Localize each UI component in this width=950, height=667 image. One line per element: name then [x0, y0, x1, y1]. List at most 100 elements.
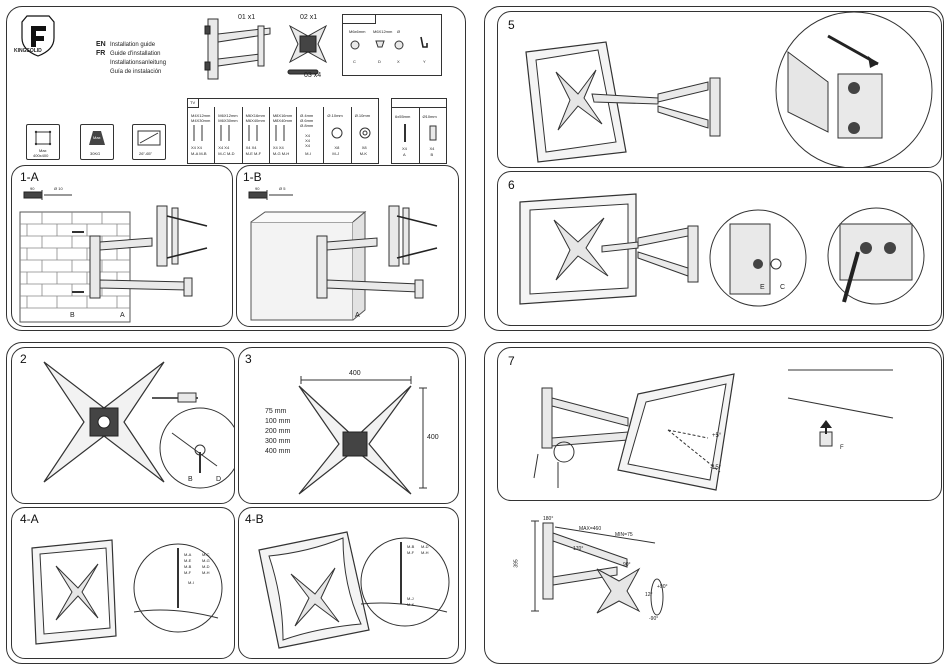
step-1a-panel: 1-A 90 Ø 10 A B [11, 165, 233, 327]
hw-size: Ø [397, 29, 401, 34]
drill-depth: 90 [30, 186, 35, 191]
drill-diameter: Ø 5 [279, 186, 286, 191]
bolt-id: M-G M-H [272, 151, 290, 156]
bolt-spec: Ø.4mm Ø.6mm Ø.8mm [300, 113, 314, 128]
step-label: 3 [245, 352, 252, 366]
bolt-spec: Ø.10mm [327, 113, 343, 118]
step-label: 1-A [20, 170, 39, 184]
label-d: D [216, 476, 222, 483]
hardware-tag [343, 15, 376, 24]
hw-letter: Y [423, 59, 426, 64]
bolt-tag: M-D [421, 544, 429, 549]
bolt-tag: M-H [421, 550, 429, 555]
bolt-qty: X4 X4 [272, 145, 284, 150]
bolt-id: M-K [359, 151, 368, 156]
spec-line1: Max [39, 148, 47, 153]
bolt-spec: M6X12mm M6X30mm [218, 113, 238, 123]
label-a: A [120, 312, 125, 319]
spec-line2: 26"-65" [139, 151, 153, 156]
lang-text: Installationsanleitung [110, 60, 167, 66]
hw-letter: C [353, 59, 356, 64]
step-4a-panel: 4-A M-A M-C M-E M-G M-B M-D M-F M-H M-I [11, 507, 235, 659]
swivel: 170° [573, 546, 584, 552]
tv-tag: TV [190, 100, 196, 105]
hook-label: F [840, 445, 844, 451]
anchor-qty: X4 [429, 146, 435, 151]
anchor-spec: 6x55mm [395, 114, 411, 119]
bolt-tag: M-F [184, 570, 192, 575]
spec-line1: Max [93, 135, 101, 140]
vesa-size: 400 mm [265, 448, 291, 455]
part-03-arms: 03 x4 [286, 68, 331, 90]
bolt-tag: M-C [202, 552, 210, 557]
bolt-spec: M6X16mm M6X40mm [245, 113, 265, 123]
max-extension: MAX=460 [579, 526, 602, 532]
step-4b-panel: 4-B M-B M-D M-F M-H M-J M-K [238, 507, 459, 659]
part-02-label: 02 x1 [300, 14, 318, 21]
step-6-panel: 6 E C [497, 171, 942, 326]
step-3-panel: 3 400 400 75 mm 100 mm 200 mm 300 mm 400… [238, 347, 459, 504]
lang-code: EN [96, 41, 106, 48]
label-b: B [70, 312, 75, 319]
lang-text: Installation guide [110, 42, 156, 48]
part-03-label: 03 x4 [304, 72, 322, 79]
height-dim: 395 [513, 559, 520, 568]
brand-logo: KINGSOLID [14, 14, 66, 58]
anchor-id: A [403, 152, 406, 157]
bolt-spec: M8X16mm M8X40mm [272, 113, 293, 123]
step-7-panel: 7 +5° -15° F [497, 347, 942, 501]
tilt-up: +5° [712, 433, 722, 439]
hw-size: M6X12mm [373, 29, 393, 34]
bolt-tag: M-J [407, 596, 414, 601]
bolt-qty: X4 X4 X4 [305, 133, 311, 148]
bolt-qty: X4 X4 [191, 145, 202, 150]
language-list: EN Installation guide FR Guide d'install… [96, 33, 206, 75]
lang-code: FR [96, 50, 106, 57]
anchor-qty: X4 [402, 146, 407, 151]
rotation: 180° [543, 516, 554, 522]
dim-height: 400 [427, 434, 439, 441]
step-label: 1-B [243, 170, 262, 184]
bolt-tag: M-K [407, 602, 415, 607]
vesa-size: 200 mm [265, 428, 291, 435]
bolt-tag: M-D [202, 564, 210, 569]
part-01-label: 01 x1 [238, 14, 256, 21]
step-2-panel: 2 B D [11, 347, 235, 504]
dim-width: 400 [349, 370, 361, 377]
bolt-qty: X8 [334, 145, 340, 150]
bolt-tag: M-B [407, 544, 415, 549]
bolt-tag: M-I [188, 580, 194, 585]
bolt-tag: M-F [407, 550, 415, 555]
label-a: A [355, 312, 360, 319]
label-b: B [188, 476, 193, 483]
part-02-plate: 02 x1 [282, 14, 332, 68]
spec-weight: Max 30KG [80, 124, 114, 160]
vesa-size: 75 mm [265, 408, 287, 415]
part-01-arm: 01 x1 [200, 14, 275, 84]
bolt-tag: M-G [202, 558, 210, 563]
step-label: 2 [20, 352, 27, 366]
hw-letter: X [397, 59, 400, 64]
hw-size: M6x6mm [349, 29, 366, 34]
step-label: 4-B [245, 512, 264, 526]
vesa-size: 300 mm [265, 438, 291, 445]
rotate-plus: +90° [657, 584, 668, 590]
step-label: 5 [508, 18, 515, 32]
bolt-id: M-C M-D [218, 151, 235, 156]
spec-line2: 400x400 [33, 153, 49, 158]
bolt-id: M-I [305, 151, 311, 156]
bolt-tag: M-E [184, 558, 192, 563]
anchor-spec: Ø10mm [422, 114, 437, 119]
small-hardware-box: M6x6mm M6X12mm Ø C D X Y [342, 14, 442, 76]
bolt-qty: X4 X4 [218, 145, 230, 150]
spec-line2: 30KG [90, 151, 101, 156]
bolt-id: M-J [332, 151, 340, 156]
bolt-id: M-E M-F [245, 151, 262, 156]
bolt-spec: Ø.10mm [354, 113, 371, 118]
motion-specs-diagram: 395 180° MAX=460 MIN=75 170° 90° 12° +90… [507, 507, 697, 657]
rotate-minus: -90° [649, 616, 659, 622]
step-label: 4-A [20, 512, 39, 526]
